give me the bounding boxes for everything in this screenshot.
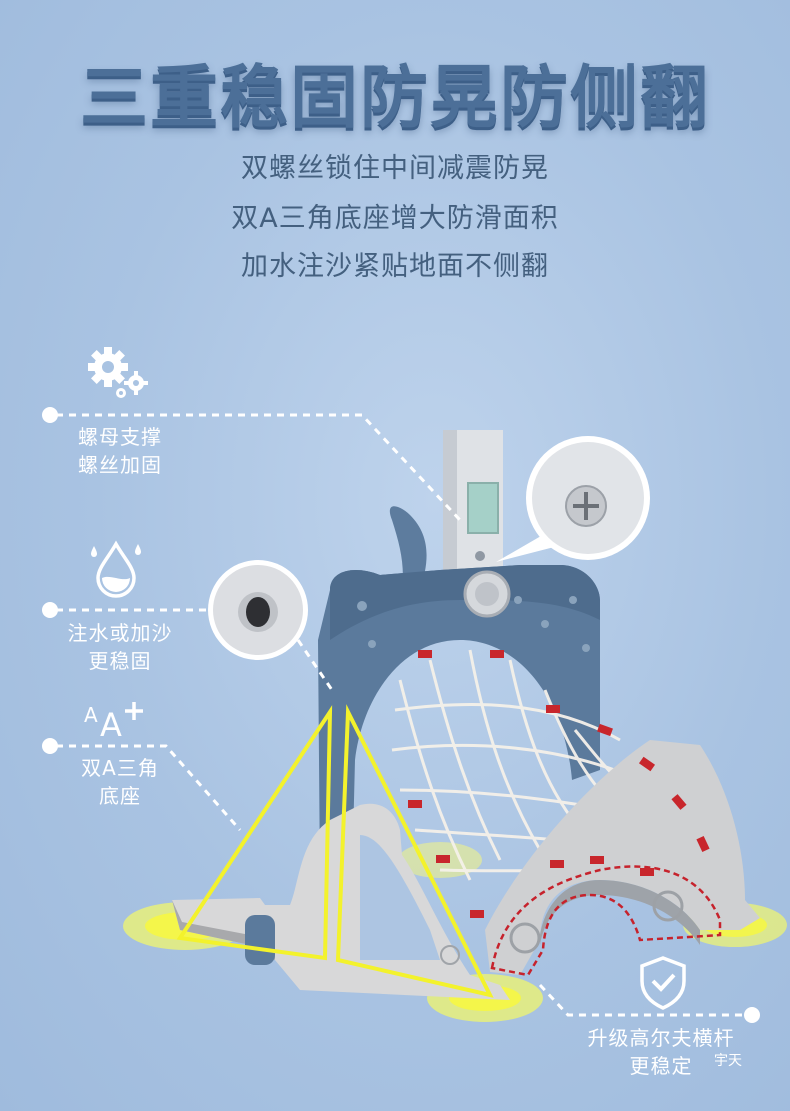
yellow-triangle-1 [176, 705, 333, 961]
arch-frame [318, 565, 600, 880]
callout-water-line2: 更稳固 [88, 649, 152, 673]
callout-bar-line2: 更稳定 [629, 1054, 693, 1078]
callout-base: 双A三角 底座 [60, 754, 180, 810]
subtitle-1: 双螺丝锁住中间减震防晃 [241, 153, 549, 184]
zoom-bubble-plug [208, 560, 308, 660]
callout-base-line1: 双A三角 [81, 756, 159, 780]
callout-bar: 升级高尔夫横杆 更稳定 [566, 1024, 756, 1080]
shield-check-icon [640, 956, 686, 1010]
dashed-outline [490, 865, 722, 977]
brand-mark: 宇天 [714, 1053, 742, 1069]
font-size-increase-icon: A A [84, 702, 143, 738]
zoom-bubble-screw [496, 436, 650, 562]
left-base [172, 704, 510, 1000]
callout-dots [42, 407, 760, 1023]
callout-water-line1: 注水或加沙 [67, 621, 173, 645]
pole-screw [475, 551, 485, 561]
callout-screw-line1: 螺母支撑 [78, 425, 162, 449]
yellow-triangle-2 [335, 704, 494, 998]
page-title: 三重稳固防晃防侧翻 [79, 59, 710, 138]
pole-window [467, 482, 499, 534]
golf-crossbar [408, 650, 760, 977]
callout-screw: 螺母支撑 螺丝加固 [60, 423, 180, 479]
subtitle-2: 双A三角底座增大防滑面积 [231, 203, 559, 234]
callout-screw-line2: 螺丝加固 [78, 453, 162, 477]
svg-text:A: A [84, 703, 98, 727]
water-drop-icon [91, 540, 141, 598]
frame-ear [389, 506, 427, 590]
svg-text:A: A [100, 706, 122, 738]
gears-icon [88, 347, 148, 398]
callout-water: 注水或加沙 更稳固 [52, 619, 188, 675]
callout-lines [56, 413, 745, 1017]
subtitle-3: 加水注沙紧贴地面不侧翻 [241, 251, 549, 282]
callout-bar-line1: 升级高尔夫横杆 [587, 1026, 735, 1050]
callout-base-line2: 底座 [99, 784, 141, 808]
